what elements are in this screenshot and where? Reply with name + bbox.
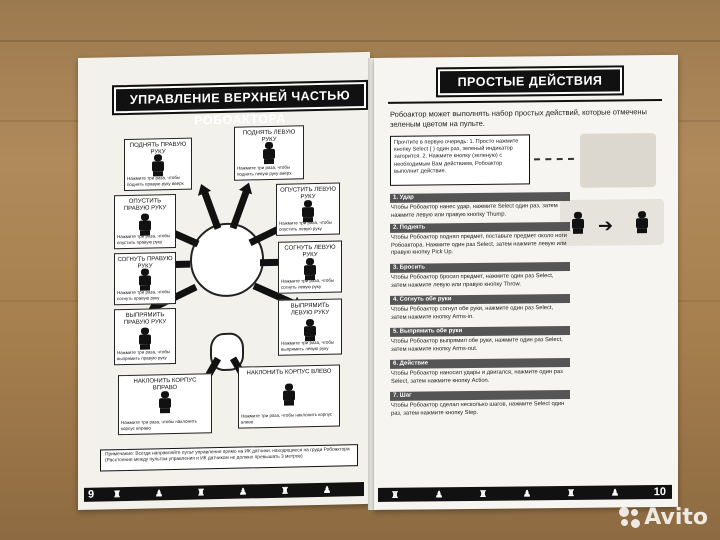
open-booklet: УПРАВЛЕНИЕ ВЕРХНЕЙ ЧАСТЬЮ РОБОАКТОРА ПОД… — [78, 51, 678, 510]
box-caption: Нажмите три раза, чтобы опустить правую … — [117, 233, 171, 245]
dashed-connector — [534, 157, 574, 161]
robot-icon — [302, 319, 318, 342]
box-caption: Нажмите три раза, чтобы опустить левую р… — [279, 219, 333, 232]
box-title: ВЫПРЯМИТЬ ЛЕВУЮ РУКУ — [290, 302, 330, 317]
robot-pose-icon: ♜ — [280, 485, 290, 496]
arrow-icon — [201, 190, 222, 230]
section-text: Чтобы Робоактор сделал несколько шагов, … — [391, 401, 565, 417]
action-box-bend-left-arm: СОГНУТЬ ЛЕВУЮ РУКУ Нажмите три раза, что… — [278, 240, 342, 294]
robot-pose-icon: ♟ — [522, 488, 532, 499]
robot-pose-icon: ♟ — [238, 486, 248, 497]
section-text: Чтобы Робоактор согнул обе руки, нажмите… — [391, 305, 554, 321]
right-page-header: ПРОСТЫЕ ДЕЙСТВИЯ — [436, 65, 624, 98]
action-box-straighten-left-arm: ВЫПРЯМИТЬ ЛЕВУЮ РУКУ Нажмите три раза, ч… — [278, 298, 342, 356]
action-box-straighten-right-arm: ВЫПРЯМИТЬ ПРАВУЮ РУКУ Нажмите три раза, … — [114, 307, 176, 366]
robot-pose-icon: ♜ — [112, 489, 122, 500]
robot-icon — [137, 213, 153, 236]
section-throw: 3. Бросить Чтобы Робоактор бросил предме… — [390, 261, 570, 290]
header-rule — [388, 98, 662, 104]
section-text: Чтобы Робоактор выпрямил обе руки, нажми… — [391, 337, 563, 353]
booklet-spine — [368, 58, 376, 510]
robot-pose-icon: ♟ — [154, 488, 164, 499]
intro-text: Робоактор может выполнять набор простых … — [390, 107, 647, 129]
left-footer-bar: 9 ♜ ♟ ♜ ♟ ♜ ♟ — [84, 482, 364, 502]
robot-icon — [150, 154, 166, 177]
read-first-box: Прочтите в первую очередь: 1. Просто наж… — [390, 134, 530, 186]
robot-icon — [261, 141, 277, 165]
robot-icon — [281, 383, 297, 406]
box-caption: Нажмите три раза, чтобы согнуть правую р… — [117, 289, 171, 301]
robot-icon — [302, 258, 318, 281]
section-text: Чтобы Робоактор нанес удар, нажмите Sele… — [391, 203, 558, 219]
avito-watermark: Avito — [619, 505, 708, 530]
robot-icon — [634, 211, 650, 234]
section-text: Чтобы Робоактор поднял предмет, поставьт… — [391, 232, 567, 257]
box-title: НАКЛОНИТЬ КОРПУС ВЛЕВО — [246, 368, 332, 377]
robot-icon — [300, 200, 316, 223]
action-box-raise-left-arm: ПОДНЯТЬ ЛЕВУЮ РУКУ Нажмите три раза, что… — [234, 125, 304, 181]
section-text: Чтобы Робоактор бросил предмет, нажмите … — [391, 273, 554, 289]
box-title: ВЫПРЯМИТЬ ПРАВУЮ РУКУ — [123, 312, 167, 327]
arrow-icon — [229, 189, 250, 230]
box-caption: Нажмите три раза, чтобы наклонить корпус… — [241, 411, 333, 425]
left-page-header: УПРАВЛЕНИЕ ВЕРХНЕЙ ЧАСТЬЮ РОБОАКТОРА — [112, 79, 368, 128]
box-title: ОПУСТИТЬ ПРАВУЮ РУКУ — [123, 198, 167, 213]
left-page: УПРАВЛЕНИЕ ВЕРХНЕЙ ЧАСТЬЮ РОБОАКТОРА ПОД… — [78, 51, 370, 510]
section-arms-in: 4. Согнуть обе руки Чтобы Робоактор согн… — [390, 293, 570, 322]
section-arms-out: 5. Выпрямить обе руки Чтобы Робоактор вы… — [390, 325, 570, 354]
box-caption: Нажмите три раза, чтобы наклонить корпус… — [121, 418, 197, 431]
robot-pose-icon: ♟ — [610, 487, 620, 498]
section-text: Чтобы Робоактор наносил удары и двигался… — [391, 369, 563, 385]
box-caption: Нажмите три раза, чтобы поднять левую ру… — [237, 164, 292, 177]
box-caption: Нажмите три раза, чтобы выпрямить левую … — [281, 339, 335, 352]
action-box-raise-right-arm: ПОДНЯТЬ ПРАВУЮ РУКУ Нажмите три раза, чт… — [124, 137, 192, 192]
right-footer-bar: ♜ ♟ ♜ ♟ ♜ ♟ 10 — [378, 484, 672, 502]
robot-pose-icon: ♜ — [566, 487, 576, 498]
section-pick-up: 2. Поднять Чтобы Робоактор поднял предме… — [390, 221, 570, 258]
robot-pose-icon: ♟ — [322, 484, 332, 495]
arrow-right-icon: ➔ — [598, 215, 614, 236]
remote-note: Примечание: Всегда направляйте пульт упр… — [100, 444, 358, 472]
action-box-bend-right-arm: СОГНУТЬ ПРАВУЮ РУКУ Нажмите три раза, чт… — [114, 251, 176, 306]
robot-icon — [137, 327, 153, 350]
robot-pose-icon: ♜ — [196, 487, 206, 498]
section-action: 6. Действие Чтобы Робоактор наносил удар… — [390, 357, 570, 386]
robot-action-illustration: ➔ — [560, 198, 664, 247]
page-number: 9 — [88, 488, 95, 501]
action-box-tilt-left: НАКЛОНИТЬ КОРПУС ВЛЕВО Нажмите три раза,… — [238, 364, 340, 429]
box-caption: Нажмите три раза, чтобы согнуть левую ру… — [281, 277, 335, 290]
right-page: ПРОСТЫЕ ДЕЙСТВИЯ Робоактор может выполня… — [374, 54, 678, 510]
box-caption: Нажмите три раза, чтобы поднять правую р… — [127, 174, 184, 187]
robot-icon — [137, 268, 153, 291]
section-thump: 1. Удар Чтобы Робоактор нанес удар, нажм… — [390, 191, 570, 220]
action-box-lower-left-arm: ОПУСТИТЬ ЛЕВУЮ РУКУ Нажмите три раза, чт… — [276, 182, 340, 236]
avito-logo-icon — [619, 507, 641, 529]
wood-grain — [0, 40, 720, 42]
action-box-lower-right-arm: ОПУСТИТЬ ПРАВУЮ РУКУ Нажмите три раза, ч… — [114, 193, 176, 250]
robot-pose-icon: ♜ — [390, 489, 400, 500]
remote-photo — [580, 133, 656, 188]
box-caption: Нажмите три раза, чтобы выпрямить правую… — [117, 349, 171, 361]
robot-pose-icon: ♜ — [478, 488, 488, 499]
robot-icon — [157, 391, 173, 414]
page-number: 10 — [653, 485, 666, 499]
robot-icon — [570, 211, 586, 234]
action-box-tilt-right: НАКЛОНИТЬ КОРПУС ВПРАВО Нажмите три раза… — [118, 373, 212, 436]
section-step: 7. Шаг Чтобы Робоактор сделал несколько … — [390, 389, 570, 418]
watermark-text: Avito — [644, 505, 708, 530]
robot-pose-icon: ♟ — [434, 489, 444, 500]
